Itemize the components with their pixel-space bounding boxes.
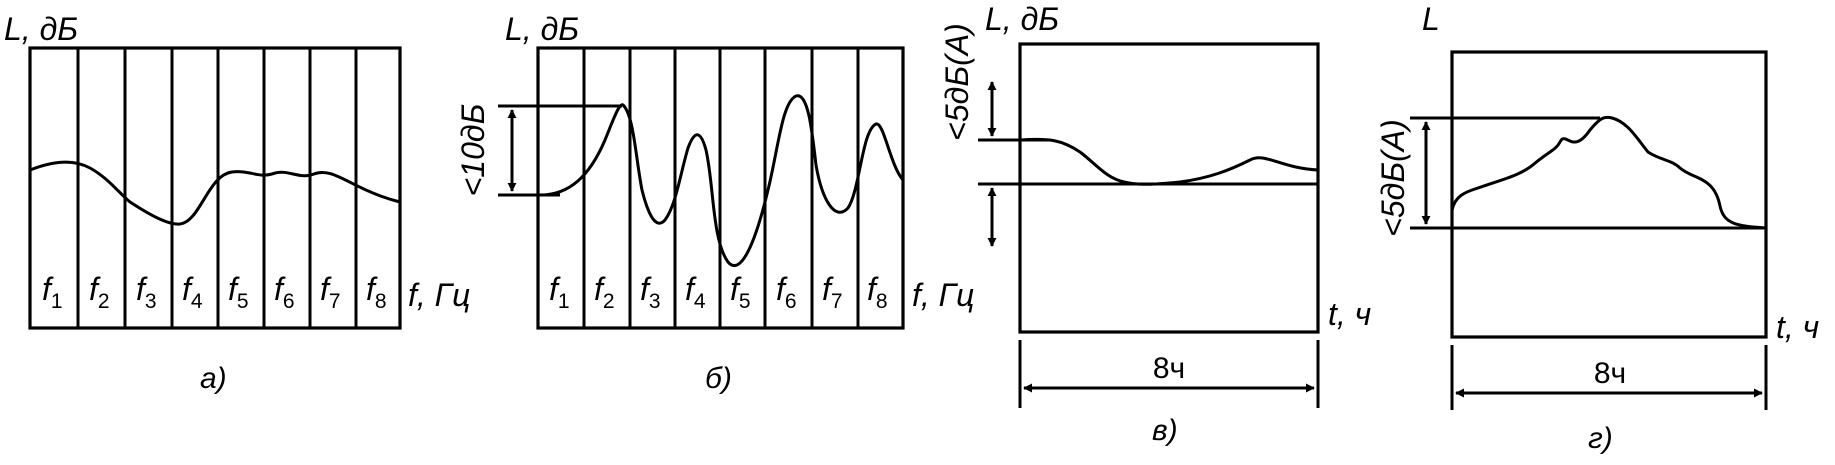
panel-b: L, дБ <10дБ f1 f2 f3 f4 f5 f6 f7 f8 f, Г…: [455, 11, 974, 395]
band-label: f2: [89, 271, 110, 313]
band-label: f5: [228, 271, 249, 313]
panel-v-x-label: t, ч: [1328, 296, 1371, 332]
panel-a-frame: [28, 46, 402, 330]
band-label: f8: [867, 271, 888, 313]
band-label: f1: [42, 271, 63, 313]
panel-g-frame: [1450, 50, 1768, 339]
panel-v: L, дБ <5дБ(А) t, ч 8ч в): [939, 1, 1371, 447]
panel-v-caption: в): [1152, 414, 1178, 447]
panel-g-caption: г): [1588, 422, 1613, 455]
panel-b-range-label: <10дБ: [455, 104, 491, 197]
panel-v-range-label: <5дБ(А): [939, 23, 975, 141]
band-label: f2: [594, 271, 615, 313]
band-label: f6: [776, 271, 797, 313]
band-label: f7: [320, 271, 341, 313]
panel-g-duration-label: 8ч: [1594, 357, 1626, 390]
band-label: f5: [730, 271, 751, 313]
panel-b-y-label: L, дБ: [505, 11, 579, 47]
panel-a-x-label: f, Гц: [408, 277, 470, 313]
panel-a-y-label: L, дБ: [4, 11, 78, 47]
band-label: f4: [685, 271, 706, 313]
panel-v-frame: [1018, 42, 1320, 334]
panel-a-band-dividers: [76, 48, 358, 328]
panel-b-spectrum-curve: [537, 94, 905, 268]
panel-a-spectrum-curve: [29, 160, 401, 226]
panel-g-level-curve: [1450, 115, 1767, 230]
band-label: f6: [274, 271, 295, 313]
band-label: f4: [182, 271, 203, 313]
band-label: f8: [366, 271, 387, 313]
band-label: f3: [136, 271, 157, 313]
panel-a-caption: а): [200, 362, 227, 395]
panel-g: L <5дБ(А) t, ч 8ч г): [1375, 1, 1819, 455]
panel-b-band-labels: f1 f2 f3 f4 f5 f6 f7 f8: [549, 271, 888, 313]
panel-v-level-curve: [1019, 137, 1319, 186]
panel-v-duration-label: 8ч: [1153, 352, 1185, 385]
band-label: f3: [640, 271, 661, 313]
panel-a: L, дБ f1 f2 f3 f4 f5 f6 f7 f8 f, Гц а): [4, 11, 470, 395]
panel-b-band-dividers: [582, 48, 860, 328]
band-label: f7: [822, 271, 843, 313]
panel-v-y-label: L, дБ: [985, 1, 1059, 37]
panel-a-band-labels: f1 f2 f3 f4 f5 f6 f7 f8: [42, 271, 387, 313]
panel-g-y-label: L: [1422, 1, 1440, 37]
panel-g-x-label: t, ч: [1776, 309, 1819, 345]
band-label: f1: [549, 271, 570, 313]
panel-b-x-label: f, Гц: [912, 277, 974, 313]
panel-g-range-label: <5дБ(А): [1375, 119, 1411, 237]
panel-b-caption: б): [705, 362, 732, 395]
